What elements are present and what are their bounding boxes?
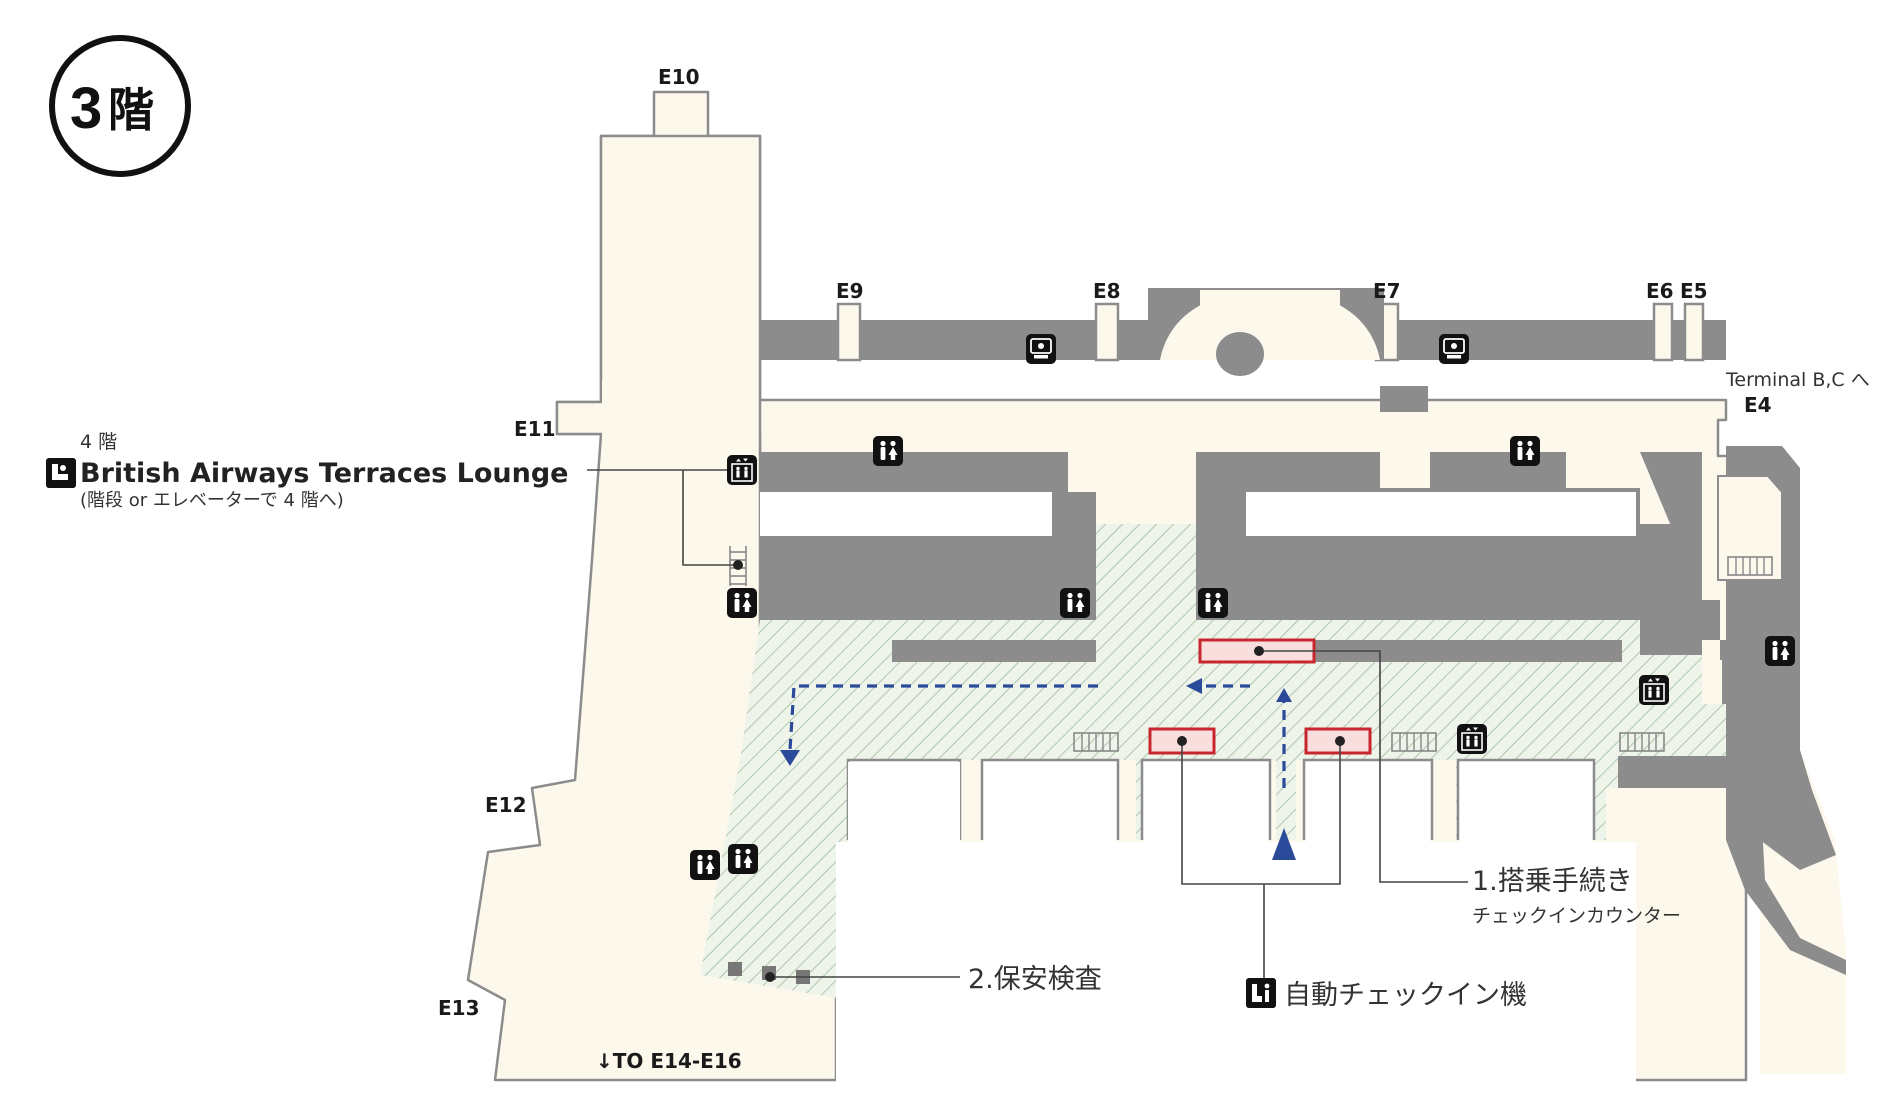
lounge-callout[interactable]: 4 階 British Airways Terraces Lounge (階段 …	[46, 431, 569, 511]
gate-e5: E5	[1680, 279, 1708, 303]
gate-e7: E7	[1373, 279, 1401, 303]
kiosk-callout: 自動チェックイン機	[1246, 978, 1527, 1011]
elevator-icon	[1457, 724, 1487, 754]
lounge-access-note: (階段 or エレベーターで 4 階へ)	[80, 490, 344, 511]
lounge-icon	[46, 458, 76, 488]
elevator-icon	[727, 455, 757, 485]
restroom-icon	[690, 850, 720, 880]
gate-e4: E4	[1744, 393, 1772, 417]
gate-e9: E9	[836, 279, 864, 303]
leader-lines	[587, 469, 1468, 990]
floor-kanji: 階	[108, 83, 154, 137]
kiosk-icon	[1246, 978, 1276, 1008]
atm-icon	[1026, 334, 1056, 364]
gate-e11: E11	[514, 417, 556, 441]
lounge-floor-note: 4 階	[80, 431, 117, 453]
security-callout: 2.保安検査	[968, 964, 1102, 995]
atm-icon	[1439, 334, 1469, 364]
restroom-icon	[1060, 588, 1090, 618]
gate-e8: E8	[1093, 279, 1121, 303]
gate-e13: E13	[438, 996, 480, 1020]
kiosk-title: 自動チェックイン機	[1284, 980, 1527, 1011]
restroom-icon	[1510, 436, 1540, 466]
terminal-bc-link[interactable]: Terminal B,C へ	[1725, 369, 1870, 391]
restroom-icon	[873, 436, 903, 466]
to-gates-e14-e16: ↓TO E14-E16	[596, 1049, 742, 1073]
checkin-callout: 1.搭乗手続き チェックインカウンター	[1472, 866, 1681, 927]
you-are-here-arrow	[1272, 828, 1296, 860]
floor-number: 3	[70, 76, 102, 141]
flow-arrowheads	[780, 678, 1296, 860]
lounge-name[interactable]: British Airways Terraces Lounge	[80, 458, 569, 489]
floor-badge: 3 階	[49, 35, 191, 177]
voids	[760, 475, 1783, 581]
restroom-icon	[727, 588, 757, 618]
security-title: 2.保安検査	[968, 964, 1102, 995]
restroom-icon	[1198, 588, 1228, 618]
restroom-icon	[1765, 636, 1795, 666]
gate-e12: E12	[485, 793, 527, 817]
restroom-icon	[728, 844, 758, 874]
gate-e10: E10	[658, 65, 700, 89]
elevator-icon	[1639, 675, 1669, 705]
flow-arrows	[788, 684, 1286, 788]
leader-dots	[729, 465, 1345, 982]
gate-labels: E10 E9 E8 E7 E6 E5 E4 E11 E12 E13 ↓TO E1…	[438, 65, 1772, 1073]
gate-e6: E6	[1646, 279, 1674, 303]
south-piers	[836, 758, 1636, 1100]
checkin-subtitle: チェックインカウンター	[1472, 905, 1681, 927]
checkin-title: 1.搭乗手続き	[1472, 866, 1633, 897]
